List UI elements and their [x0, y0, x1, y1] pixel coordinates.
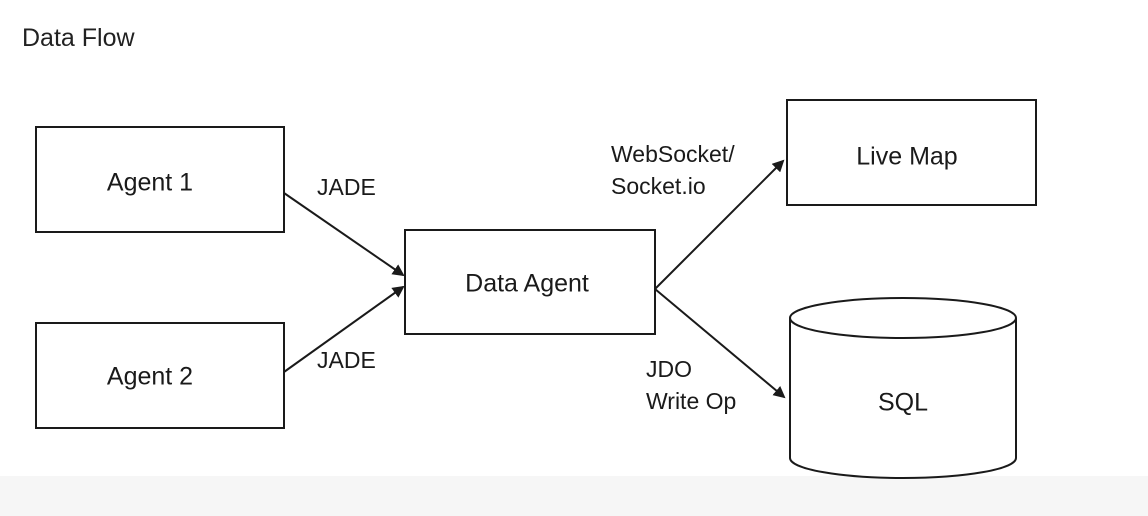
live-map-label: Live Map	[856, 143, 957, 171]
edge-agent2-to-data-agent	[283, 285, 405, 373]
live-map-node: Live Map	[786, 99, 1037, 206]
edge-data-agent-to-sql	[654, 288, 786, 399]
agent-1-node: Agent 1	[35, 126, 285, 233]
data-agent-node: Data Agent	[404, 229, 656, 335]
agent-1-label: Agent 1	[107, 169, 193, 197]
diagram-title: Data Flow	[22, 24, 135, 52]
edge-label-jade-2: JADE	[317, 347, 376, 373]
edge-data-agent-to-live-map	[654, 159, 785, 290]
edge-label-websocket-line-1: WebSocket/	[611, 141, 735, 167]
sql-label: SQL	[878, 389, 928, 417]
agent-2-node: Agent 2	[35, 322, 285, 429]
footer-strip	[0, 476, 1148, 516]
edge-agent1-to-data-agent	[283, 192, 405, 277]
sql-database-node: SQL	[789, 297, 1017, 479]
edge-label-jdo-line-1: JDO	[646, 356, 692, 382]
edge-label-jade-1: JADE	[317, 174, 376, 200]
data-agent-label: Data Agent	[465, 270, 589, 298]
agent-2-label: Agent 2	[107, 363, 193, 391]
edge-label-jdo-line-2: Write Op	[646, 388, 736, 414]
edge-label-websocket-line-2: Socket.io	[611, 173, 706, 199]
